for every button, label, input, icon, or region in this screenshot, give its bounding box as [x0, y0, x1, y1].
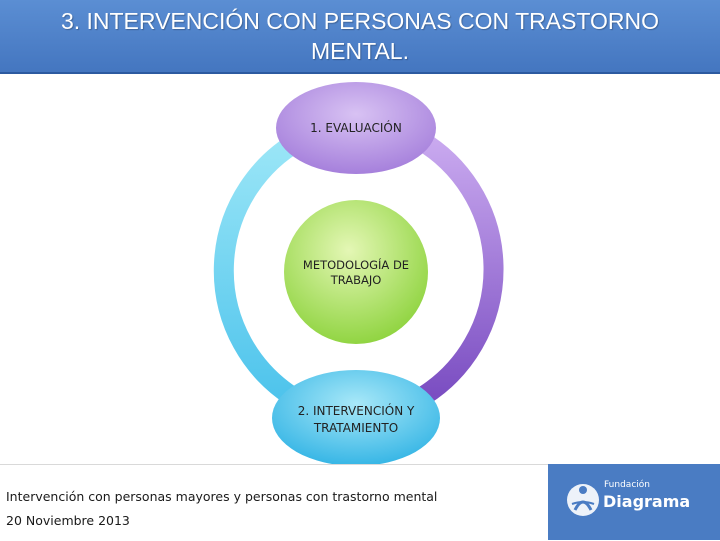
header-bar: 3. INTERVENCIÓN CON PERSONAS CON TRASTOR…: [0, 0, 720, 74]
node-evaluacion-label: 1. EVALUACIÓN: [310, 121, 402, 135]
diagrama-logo-icon: [567, 484, 599, 516]
logo-word-fundacion: Fundación: [604, 480, 650, 490]
footer-date: 20 Noviembre 2013: [6, 513, 130, 528]
footer-text-box: Intervención con personas mayores y pers…: [0, 464, 548, 541]
page-title: 3. INTERVENCIÓN CON PERSONAS CON TRASTOR…: [60, 8, 660, 64]
fundacion-diagrama-logo: Fundación Diagrama: [566, 476, 706, 528]
center-node-shape: [284, 200, 428, 344]
cycle-arc-left: [213, 130, 310, 405]
footer: Intervención con personas mayores y pers…: [0, 464, 720, 541]
cycle-arc-right: [410, 130, 504, 405]
footer-subtitle: Intervención con personas mayores y pers…: [6, 489, 438, 504]
node-intervencion-shape: [272, 370, 440, 464]
center-node-label: METODOLOGÍA DE TRABAJO: [302, 258, 410, 287]
node-evaluacion-shape: [276, 82, 436, 174]
logo-word-diagrama: Diagrama: [603, 492, 691, 511]
cycle-diagram: [213, 82, 504, 464]
node-intervencion-label: 2. INTERVENCIÓN Y TRATAMIENTO: [297, 404, 415, 435]
